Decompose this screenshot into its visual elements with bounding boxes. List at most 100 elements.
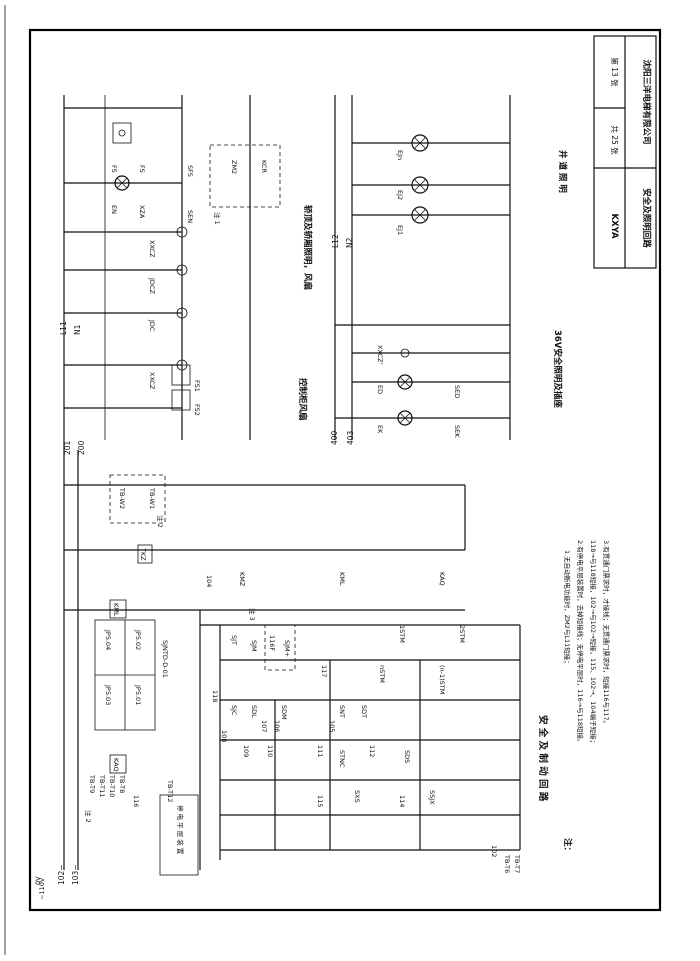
title-car-top-lighting: 轿顶及轿厢照明，风扇 <box>302 205 313 290</box>
label-sdt: SDT <box>360 705 368 718</box>
fan-fs-box <box>112 122 132 144</box>
note-ref-2b: 注 2 <box>84 810 93 823</box>
label-zm2: ZM2 <box>230 160 238 174</box>
wire-102: 102 <box>490 845 498 857</box>
notes-block: 注： 1.无自动断电功能时，ZM2与L11短接； 2.有停电平层装置时，去掉短接… <box>562 540 611 855</box>
title-drawing-name: 安全及照明回路 <box>641 188 652 248</box>
label-tb-t7: TB-T7 <box>513 854 521 873</box>
label-stnc: STNC <box>338 750 346 768</box>
label-sdm: SDM <box>280 705 288 720</box>
relay-jp503: JP5.03 <box>104 684 112 705</box>
note-ref-3: 注 3 <box>248 608 257 621</box>
label-tb-t6: TB-T6 <box>503 854 511 873</box>
coil-tkz <box>137 544 153 564</box>
wire-105: 105 <box>328 720 336 732</box>
label-kml: KML <box>112 603 120 617</box>
wire-118: 118 <box>211 690 219 702</box>
fan-fs1-box <box>171 364 191 386</box>
label-200: 200 <box>77 440 86 455</box>
bus-labels: 0V ~110V 102~ 103~ 201 200 L11 N1 L12 N2… <box>34 234 355 900</box>
lamp-ej1-icon <box>411 206 429 224</box>
door-116f-box <box>264 624 296 671</box>
title-company: 沈阳三洋电梯有限公司 <box>641 59 652 144</box>
label-kaq: KAQ <box>112 758 120 772</box>
label-kml-contact: KML <box>338 572 346 586</box>
lamp-en-icon <box>114 175 130 191</box>
label-n1stm: (n-1)STM <box>438 665 446 694</box>
label-fs2b: FS2 <box>193 404 201 416</box>
label-110v: ~110V <box>38 877 46 900</box>
note-line-2: 2.有停电平层装置时，去掉短接线；无停电平层时，116→与118短接。 <box>576 540 585 745</box>
label-sds: SDS <box>403 750 411 763</box>
note-ref-1: 注 1 <box>213 212 222 225</box>
label-sjc: SJC <box>230 705 238 716</box>
label-l11: L11 <box>59 321 68 335</box>
label-en: EN <box>110 205 118 214</box>
label-tb-t10: TB-T10 <box>108 774 116 797</box>
tb-w-box <box>109 474 166 524</box>
socket-jdcz-icon <box>176 264 188 276</box>
label-nstm: nSTM <box>378 665 386 683</box>
wire-104: 104 <box>205 575 213 587</box>
lamp-ek-icon <box>397 410 413 426</box>
label-xza: XZA <box>138 205 146 219</box>
car-lighting-group: FS FS EN XZA SFS SEN XXCZ JDCZ JDC XXCZ … <box>110 122 313 390</box>
label-sen: SEN <box>186 210 194 223</box>
title-sheet-no: 第 13 张 <box>610 57 620 87</box>
pit-socket-icon <box>400 348 410 358</box>
label-sfs: SFS <box>186 165 194 177</box>
bus-lines <box>63 95 521 870</box>
coil-kml <box>109 599 127 619</box>
label-fs2: FS <box>110 165 118 173</box>
label-xxcz-pit: XXCZ' <box>376 345 384 364</box>
label-102: 102~ <box>57 864 66 885</box>
wire-109: 109 <box>242 745 250 757</box>
note-line-3: 118→与118短接，102→与102→短接，115、102→、104端子短接； <box>589 540 598 746</box>
label-201: 201 <box>63 440 72 455</box>
label-jdcz: JDCZ <box>148 277 156 294</box>
label-sjm-plus: SJM+ <box>283 640 291 657</box>
wire-114: 114 <box>398 795 406 807</box>
label-ssjx: SSJX <box>428 790 436 805</box>
note-line-4: 3.有贯通门票求时，才接线；无贯通门票求时，短接116与117。 <box>602 540 611 727</box>
fan-fs2-box <box>171 389 191 411</box>
label-sjm: SJM <box>250 640 258 652</box>
label-l12: L12 <box>331 234 340 248</box>
label-103: 103~ <box>71 864 80 885</box>
note-ref-2a: 注 2 <box>156 515 165 528</box>
notes-heading: 注： <box>562 838 573 855</box>
label-kcr: KCR <box>260 160 268 173</box>
drawing-frame <box>28 28 662 912</box>
wire-106: 106 <box>273 720 281 732</box>
title-code: KXYA <box>609 213 619 238</box>
note-line-1: 1.无自动断电功能时，ZM2与L11短接； <box>563 550 572 667</box>
wire-117: 117 <box>320 665 328 677</box>
label-tb-w1: TB-W1 <box>148 487 156 509</box>
label-ej1: EJ1 <box>396 225 404 235</box>
label-2stm: 2STM <box>458 625 466 643</box>
label-snt: SNT <box>338 705 346 718</box>
label-ejn: EJn <box>396 150 404 160</box>
label-sxs: SXS <box>353 790 361 803</box>
title-pit-lighting: 36V安全照明及插座 <box>552 330 563 408</box>
wire-110: 110 <box>266 745 274 757</box>
kcr-box <box>209 144 281 208</box>
label-400: 400 <box>330 430 339 445</box>
label-n1: N1 <box>73 324 82 335</box>
label-fs: FS <box>138 165 146 173</box>
relay-jp501: JP5.01 <box>134 684 142 705</box>
label-tb-t11: TB-T11 <box>98 774 106 797</box>
wire-116: 116 <box>132 795 140 807</box>
label-power-fail-device: 停 电 平 层 装 置 <box>176 805 185 855</box>
label-ej2: EJ2 <box>396 190 404 200</box>
label-sjt: SJT <box>230 635 238 645</box>
socket-xxcz-icon <box>176 226 188 238</box>
label-ek: EK <box>376 425 384 434</box>
relay-jp502: JP5.02 <box>134 629 142 650</box>
wire-111: 111 <box>316 745 324 757</box>
label-kaq-contact: KAQ <box>438 572 446 586</box>
title-shaft-lighting: 井 道 照 明 <box>557 150 568 193</box>
title-block: KXYA 共 25 张 第 13 张 安全及照明回路 沈阳三洋电梯有限公司 <box>593 35 657 269</box>
label-116f: 116F <box>268 635 276 651</box>
